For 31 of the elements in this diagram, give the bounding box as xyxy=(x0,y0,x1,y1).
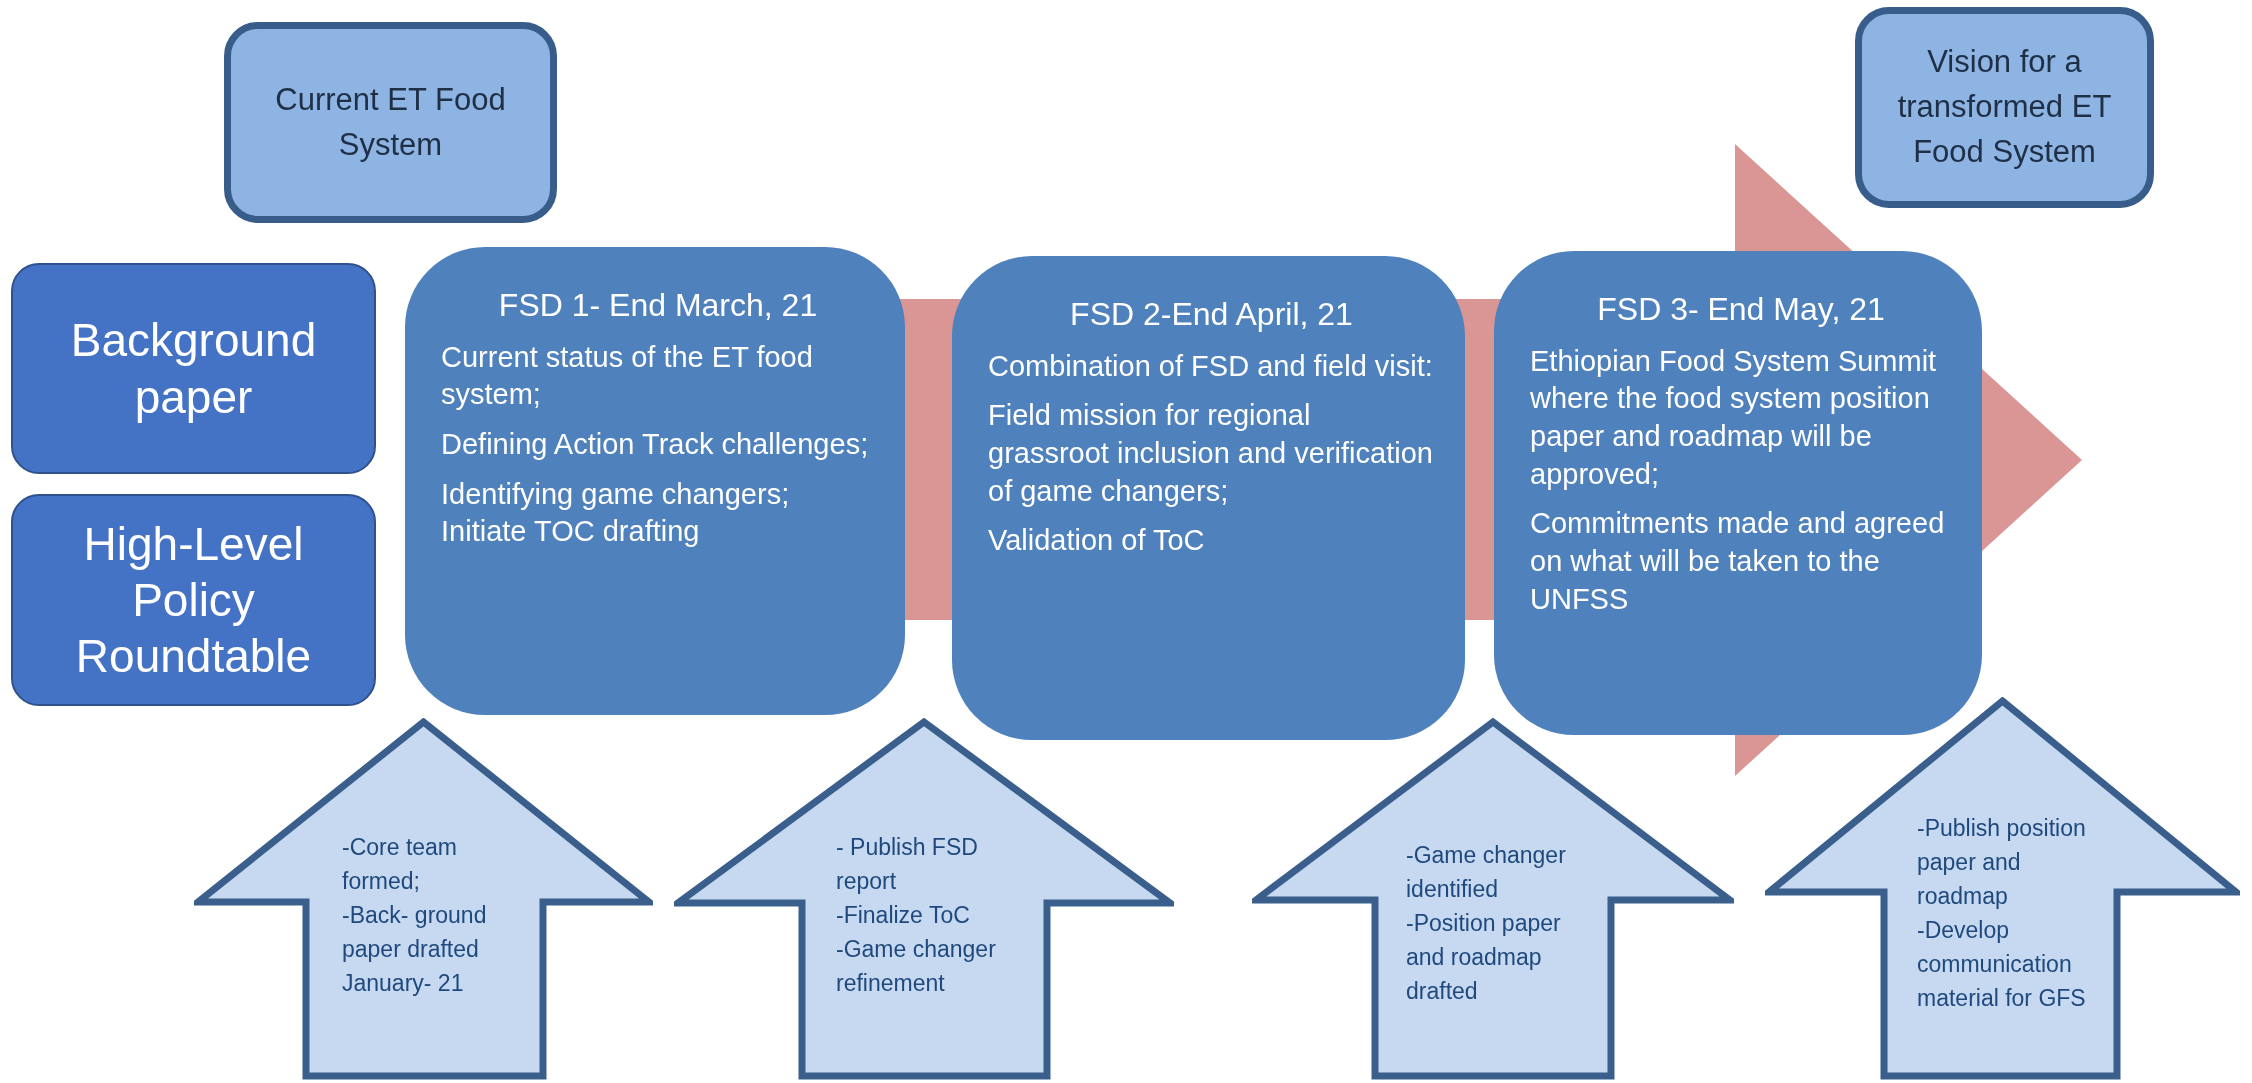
arrow-text: -Develop communication material for GFS xyxy=(1917,916,2087,1013)
up-arrow-shape xyxy=(674,718,1174,1080)
stage-text: Identifying game changers; Initiate TOC drafting xyxy=(441,476,791,550)
up-arrow-shape xyxy=(194,718,653,1080)
stage-title: FSD 1- End March, 21 xyxy=(497,286,819,325)
stage-text: Validation of ToC xyxy=(988,523,1206,559)
arrow-text: -Game changer identified xyxy=(1406,841,1567,904)
stage-text: Ethiopian Food System Summit where the food system position paper and roadmap will be approved; xyxy=(1530,343,1938,492)
arrow-text: -Publish position paper and roadmap xyxy=(1917,814,2087,911)
up-arrow-shape xyxy=(1252,718,1734,1080)
stage-text: Current status of the ET food system; xyxy=(441,339,814,413)
arrow-text: -Back- ground paper drafted January- 21 xyxy=(342,901,488,998)
stage-text: Defining Action Track challenges; xyxy=(441,426,870,462)
rounded-box: Background paper xyxy=(11,263,376,474)
rounded-box: Current ET Food System xyxy=(224,22,557,223)
arrow-text: -Finalize ToC xyxy=(836,901,971,930)
stage-title: FSD 3- End May, 21 xyxy=(1596,290,1886,329)
stage-text: Combination of FSD and field visit: xyxy=(988,348,1434,384)
arrow-text: -Core team formed; xyxy=(342,833,459,896)
stage-title: FSD 2-End April, 21 xyxy=(1069,295,1354,334)
stage-text: Field mission for regional grassroot inclusion and verification of game changers; xyxy=(988,398,1434,509)
arrow-text: - Publish FSD report xyxy=(836,833,979,896)
arrow-text: -Game changer refinement xyxy=(836,935,997,998)
stage-box xyxy=(952,256,1465,740)
up-arrow-shape xyxy=(1765,697,2240,1080)
rounded-box: Vision for a transformed ET Food System xyxy=(1855,7,2154,208)
arrow-text: -Position paper and roadmap drafted xyxy=(1406,909,1562,1006)
rounded-box: High-Level Policy Roundtable xyxy=(11,494,376,706)
stage-box xyxy=(1494,251,1982,735)
stage-box xyxy=(405,247,905,715)
stage-text: Commitments made and agreed on what will be taken to the UNFSS xyxy=(1530,506,1946,617)
